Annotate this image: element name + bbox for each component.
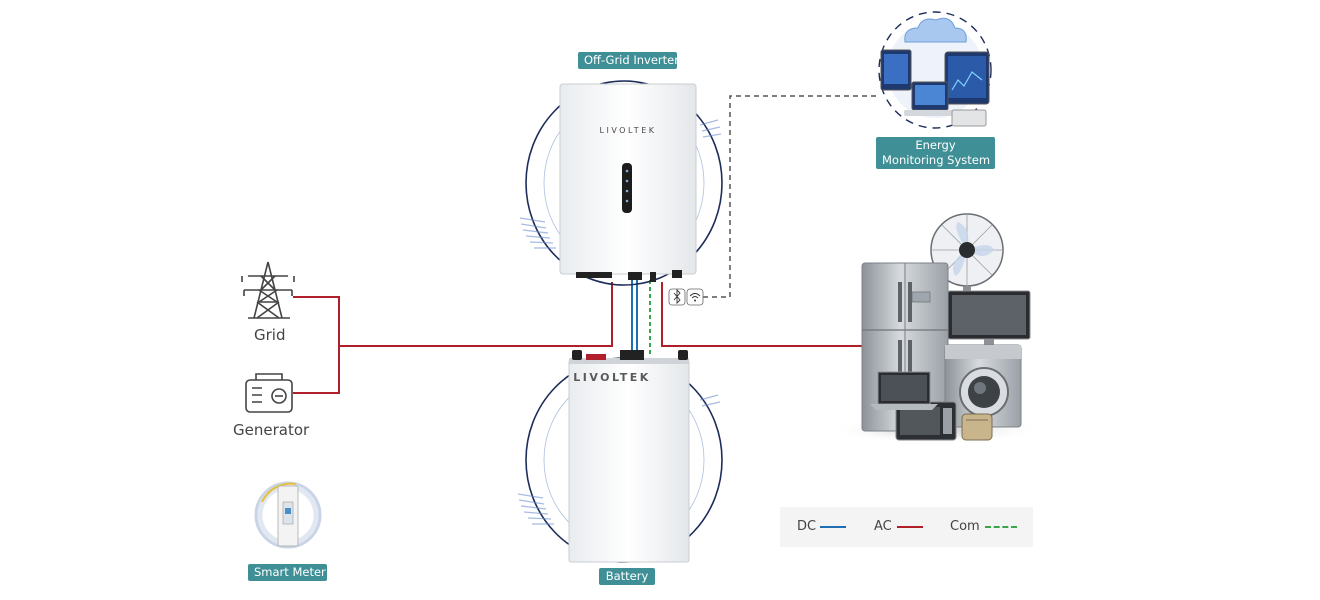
dc-wires — [631, 276, 638, 354]
legend-ac-line — [897, 526, 923, 528]
wifi-icon — [686, 288, 704, 306]
bluetooth-icon — [668, 288, 686, 306]
inverter-to-load-ac-wire — [661, 282, 862, 347]
legend-com-line — [985, 526, 1017, 528]
ac-wires — [293, 282, 862, 394]
cloud-monitor-icon — [878, 11, 992, 129]
ems-tag-line1: Energy — [915, 138, 956, 152]
grid-tower-icon — [241, 261, 295, 319]
battery-tag: Battery — [599, 568, 655, 585]
inverter-brand: LIVOLTEK — [600, 126, 657, 135]
legend-ac-label: AC — [874, 519, 892, 534]
battery-brand: LIVOLTEK — [573, 371, 651, 384]
appliances-icon — [831, 213, 1039, 444]
grid-to-inverter-ac-wire — [339, 282, 613, 347]
generator-icon — [245, 373, 293, 413]
grid-ac-wire — [293, 296, 340, 394]
ems-tag-line2: Monitoring System — [882, 153, 991, 167]
legend-com-label: Com — [950, 519, 980, 534]
inverter-graphic — [519, 80, 723, 286]
legend-dc-line — [820, 526, 846, 528]
smart-meter-tag: Smart Meter — [248, 564, 327, 581]
grid-label: Grid — [254, 326, 286, 344]
com-wire-ems — [703, 95, 876, 298]
smart-meter-icon — [254, 481, 322, 549]
legend: DC AC Com — [780, 507, 1033, 547]
legend-dc-label: DC — [797, 519, 817, 534]
ems-tag: Energy Monitoring System — [876, 137, 995, 169]
inverter-tag: Off-Grid Inverter — [578, 52, 679, 69]
battery-graphic — [517, 350, 723, 563]
generator-label: Generator — [233, 421, 310, 439]
